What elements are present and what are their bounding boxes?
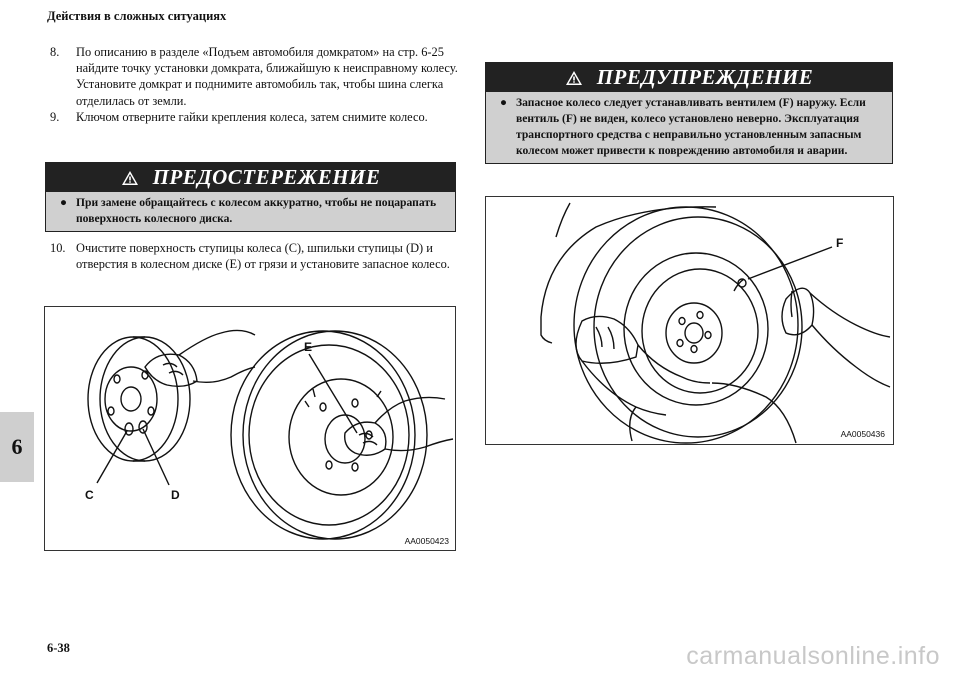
caution-body: ● При замене обращайтесь с колесом аккур… (46, 192, 455, 231)
figure-code: AA0050436 (840, 429, 885, 439)
warning-header: ПРЕДУПРЕЖДЕНИЕ (486, 63, 892, 92)
label-c: C (85, 488, 94, 502)
hub-cleaning-illustration: E C D (85, 329, 454, 540)
step-text: Ключом отверните гайки крепления колеса,… (76, 109, 428, 124)
warning-box: ПРЕДУПРЕЖДЕНИЕ ● Запасное колесо следует… (485, 62, 893, 164)
chapter-tab: 6 (0, 412, 34, 482)
page-number: 6-38 (47, 641, 70, 655)
bullet-icon: ● (500, 96, 508, 109)
chapter-number: 6 (11, 434, 23, 459)
spare-wheel-illustration: F (540, 202, 891, 444)
caution-box: ПРЕДОСТЕРЕЖЕНИЕ ● При замене обращайтесь… (45, 162, 456, 232)
caution-text: При замене обращайтесь с колесом аккурат… (76, 196, 437, 225)
steps-list: 8. По описанию в разделе «Подъем автомоб… (50, 44, 460, 125)
step-number: 9. (50, 109, 60, 124)
bullet-icon: ● (60, 196, 68, 209)
warning-triangle-icon (565, 70, 582, 85)
caution-header: ПРЕДОСТЕРЕЖЕНИЕ (46, 163, 455, 192)
warning-title: ПРЕДУПРЕЖДЕНИЕ (596, 65, 814, 89)
step-text: Очистите поверхность ступицы колеса (C),… (76, 241, 450, 272)
warning-text: Запасное колесо следует устанавливать ве… (516, 96, 866, 157)
warning-triangle-icon (121, 170, 138, 185)
figure-hub-cleaning: E C D AA0050423 (44, 306, 456, 551)
label-d: D (171, 488, 180, 502)
warning-body: ● Запасное колесо следует устанавливать … (486, 92, 892, 163)
step-text: По описанию в разделе «Подъем автомобиля… (76, 45, 458, 108)
caution-title: ПРЕДОСТЕРЕЖЕНИЕ (152, 165, 381, 189)
page-header: Действия в сложных ситуациях (47, 9, 227, 23)
step-number: 10. (50, 241, 66, 255)
step-9: 9. Ключом отверните гайки крепления коле… (50, 109, 460, 125)
figure-code: AA0050423 (404, 536, 449, 546)
watermark: carmanualsonline.info (686, 642, 940, 670)
step-10: 10. Очистите поверхность ступицы колеса … (50, 240, 460, 272)
label-e: E (304, 340, 312, 354)
figure-spare-wheel: F AA0050436 (485, 196, 894, 445)
label-f: F (836, 236, 843, 250)
step-8: 8. По описанию в разделе «Подъем автомоб… (50, 44, 460, 109)
step-number: 8. (50, 45, 60, 59)
